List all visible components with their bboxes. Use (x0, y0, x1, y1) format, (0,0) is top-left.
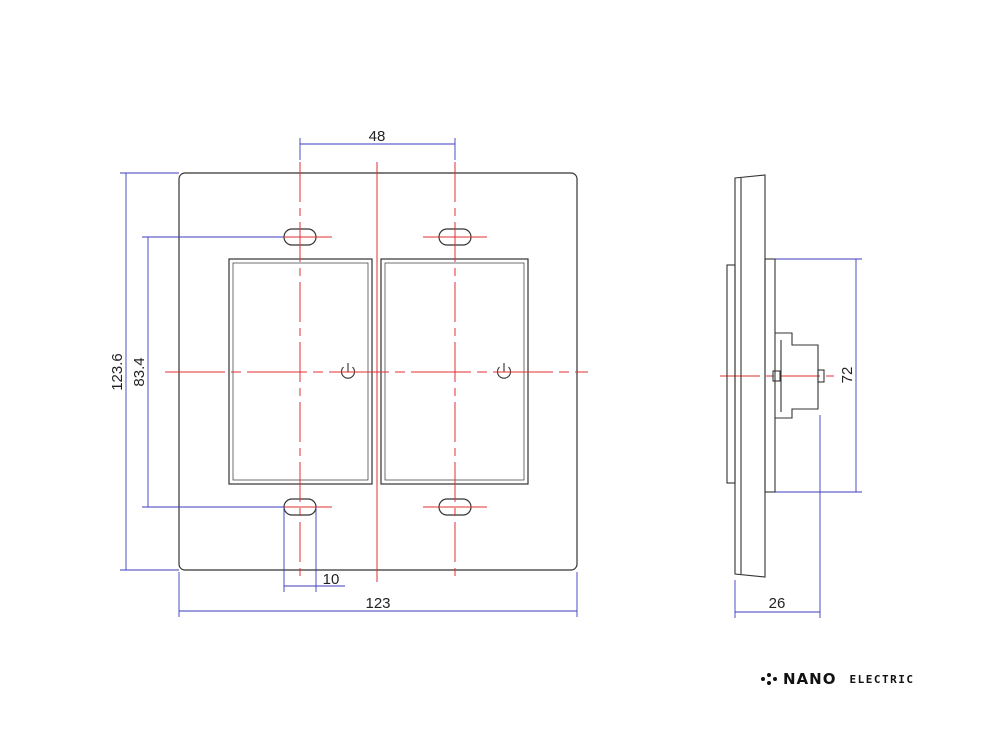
logo-dots-icon (761, 673, 777, 685)
centerlines (165, 162, 834, 582)
power-icon (341, 363, 355, 379)
brand-name: NANO (783, 670, 837, 688)
dim-26: 26 (769, 595, 786, 612)
dim-123-6: 123.6 (109, 353, 126, 391)
dimension-lines (120, 138, 862, 618)
brand-tagline: ELECTRIC (849, 672, 915, 686)
power-icon (497, 363, 511, 379)
dim-10: 10 (323, 571, 340, 588)
dim-83-4: 83.4 (131, 357, 148, 386)
side-view (726, 174, 825, 578)
dim-72: 72 (839, 367, 856, 384)
dim-123: 123 (365, 595, 390, 612)
dim-48: 48 (369, 128, 386, 145)
brand-logo: NANO ELECTRIC (760, 670, 914, 688)
